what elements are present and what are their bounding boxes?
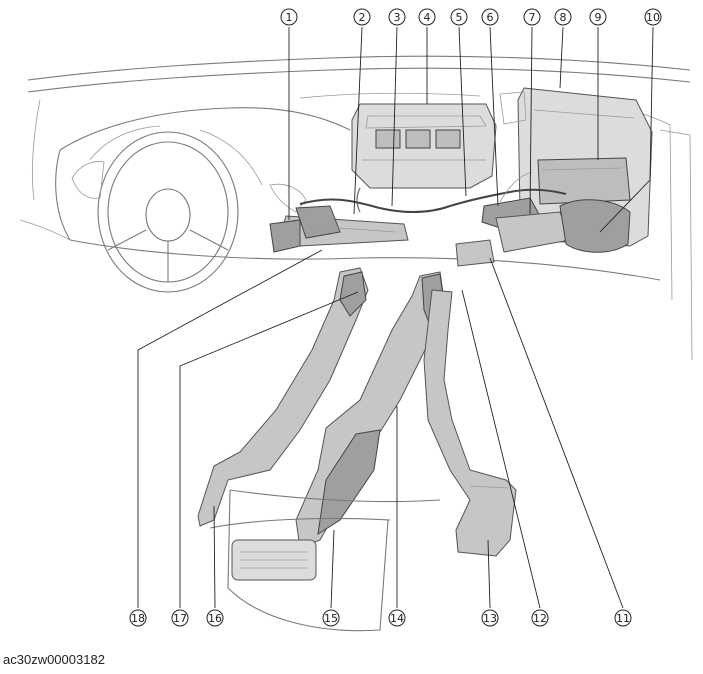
svg-text:7: 7: [529, 11, 536, 24]
svg-text:17: 17: [173, 612, 187, 625]
svg-text:1: 1: [286, 11, 293, 24]
svg-text:18: 18: [131, 612, 145, 625]
left-vent: [71, 161, 307, 213]
callout-17: 17: [171, 609, 189, 627]
wire-harness: [299, 187, 567, 213]
svg-text:12: 12: [533, 612, 547, 625]
svg-text:14: 14: [390, 612, 404, 625]
callout-5: 5: [450, 8, 468, 26]
svg-text:5: 5: [456, 11, 463, 24]
callout-6: 6: [481, 8, 499, 26]
svg-text:11: 11: [616, 612, 630, 625]
callout-4: 4: [418, 8, 436, 26]
callout-1: 1: [280, 8, 298, 26]
control-module: [537, 157, 631, 205]
svg-text:3: 3: [394, 11, 401, 24]
svg-text:4: 4: [424, 11, 431, 24]
svg-text:15: 15: [324, 612, 338, 625]
image-code-caption: ac30zw00003182: [3, 652, 105, 667]
steering-wheel: [89, 125, 263, 293]
callout-3: 3: [388, 8, 406, 26]
svg-text:13: 13: [483, 612, 497, 625]
air-intake-unit: [351, 103, 497, 189]
callout-12: 12: [531, 609, 549, 627]
center-duct-assembly: [269, 205, 409, 253]
callout-9: 9: [589, 8, 607, 26]
center-console: [209, 489, 441, 632]
callout-8: 8: [554, 8, 572, 26]
floor-duct-right: [423, 289, 517, 557]
callout-13: 13: [481, 609, 499, 627]
callout-15: 15: [322, 609, 340, 627]
dashboard-outline: [19, 55, 693, 361]
svg-text:8: 8: [560, 11, 567, 24]
callout-7: 7: [523, 8, 541, 26]
right-duct-assembly: [455, 171, 631, 267]
callout-14: 14: [388, 609, 406, 627]
callout-16: 16: [206, 609, 224, 627]
svg-text:9: 9: [595, 11, 602, 24]
callout-2: 2: [353, 8, 371, 26]
callout-10: 10: [644, 8, 662, 26]
callout-11: 11: [614, 609, 632, 627]
svg-text:10: 10: [646, 11, 660, 24]
svg-text:2: 2: [359, 11, 366, 24]
svg-text:6: 6: [487, 11, 494, 24]
leader-lines: [137, 26, 654, 609]
floor-duct-center: [295, 271, 447, 549]
callout-18: 18: [129, 609, 147, 627]
svg-text:16: 16: [208, 612, 222, 625]
